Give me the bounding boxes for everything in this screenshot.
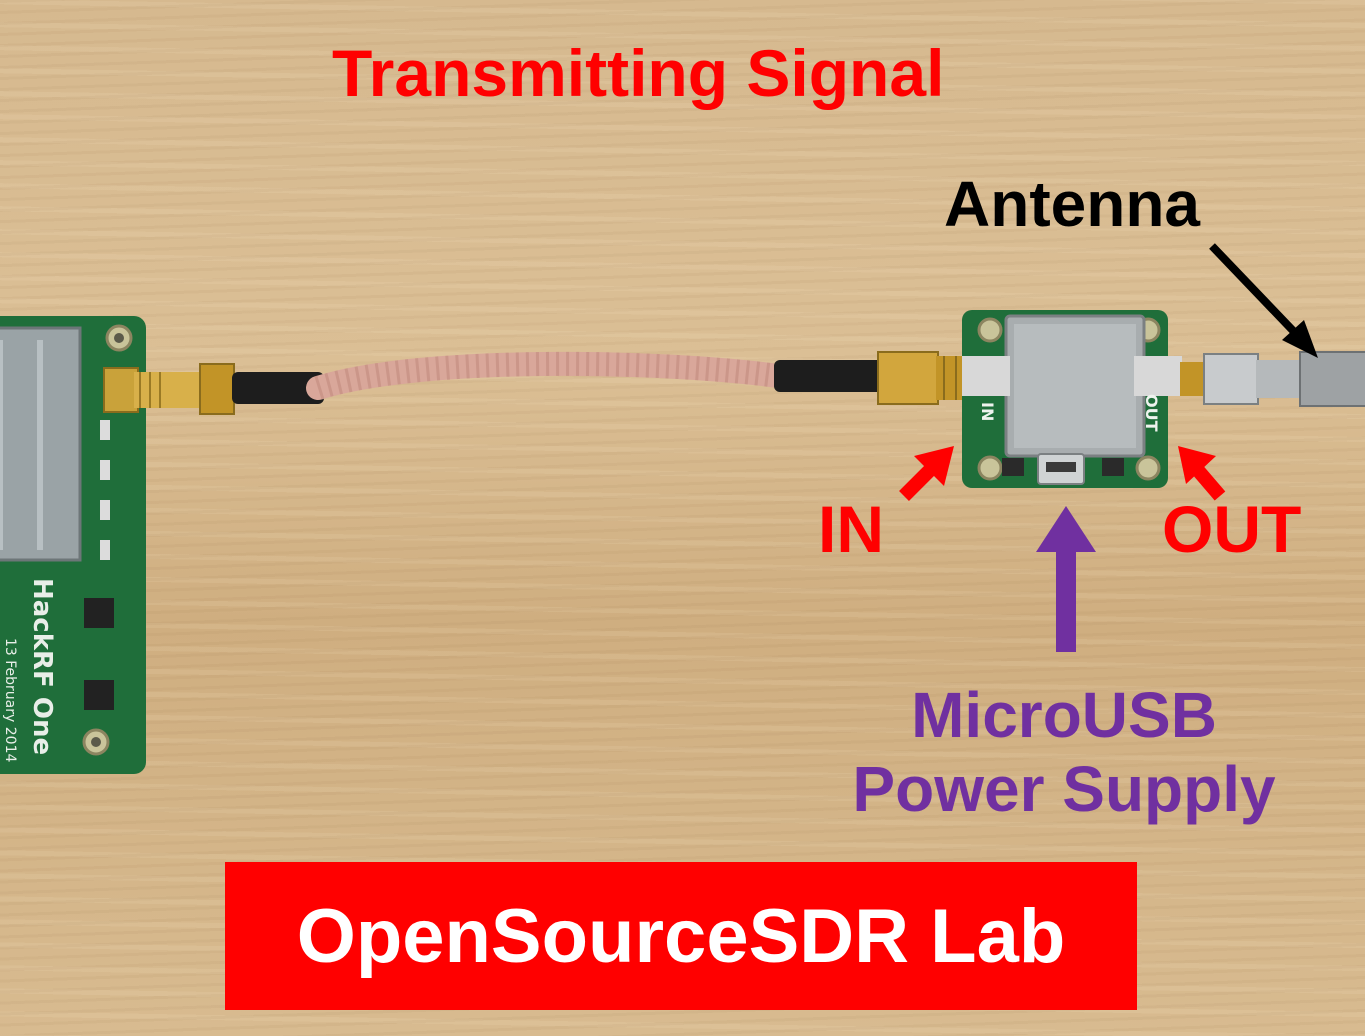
sma-edge-pad [1134,356,1182,396]
hackrf-date-marking: 13 February 2014 [2,638,18,762]
out-arrow [1190,463,1226,501]
hackrf-sma-connector [103,363,235,415]
mount-hole [977,455,1003,481]
antenna-arrow [1209,243,1303,341]
antenna-label: Antenna [944,168,1200,240]
brand-text: OpenSourceSDR Lab [296,893,1066,979]
pushbutton [84,598,114,628]
out-label: OUT [1162,492,1302,566]
usb-label-line2: Power Supply [852,753,1276,826]
mount-hole [1135,455,1161,481]
brand-banner: OpenSourceSDR Lab [225,862,1137,1010]
in-label: IN [818,492,884,566]
amplifier-board: IN OUT [962,310,1182,488]
antenna-base [1299,351,1365,407]
out-silkscreen: OUT [1142,394,1161,432]
usb-power-label: MicroUSB Power Supply [790,678,1338,826]
output-antenna-connector [1180,351,1365,407]
page-title: Transmitting Signal [332,36,945,110]
hackrf-board: HackRF One 13 February 2014 [0,316,146,774]
annotation-arrows [899,243,1318,652]
in-silkscreen: IN [978,402,997,421]
sma-edge-pad [962,356,1010,396]
hackrf-name-marking: HackRF One [27,578,57,755]
usb-label-line1: MicroUSB [911,679,1217,751]
mount-hole [977,317,1003,343]
coax-cable [232,351,884,404]
pushbutton [84,680,114,710]
